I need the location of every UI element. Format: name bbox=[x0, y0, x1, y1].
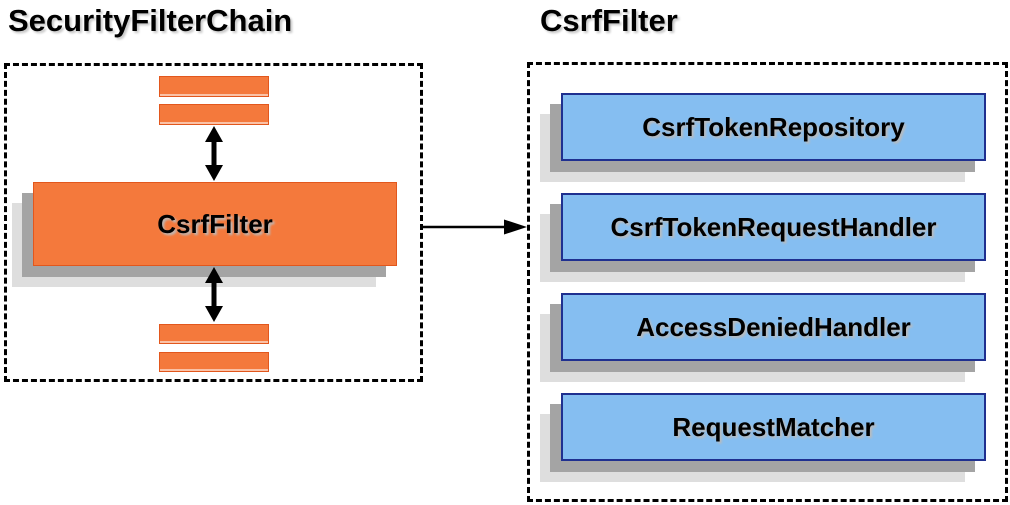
bidirectional-arrow-icon bbox=[205, 126, 223, 181]
component-box-request-matcher: RequestMatcher bbox=[561, 393, 986, 461]
csrf-filter-label: CsrfFilter bbox=[157, 208, 273, 239]
flow-arrow-icon bbox=[423, 219, 527, 235]
component-label: RequestMatcher bbox=[672, 411, 875, 442]
component-box-csrf-token-request-handler: CsrfTokenRequestHandler bbox=[561, 193, 986, 261]
filter-placeholder-bar-bottom-1 bbox=[159, 324, 269, 344]
filter-placeholder-bar-bottom-2 bbox=[159, 352, 269, 372]
csrf-filter-panel bbox=[527, 62, 1008, 502]
component-box-csrf-token-repository: CsrfTokenRepository bbox=[561, 93, 986, 161]
security-filter-chain-panel bbox=[4, 63, 423, 382]
security-filter-chain-title: SecurityFilterChain bbox=[8, 3, 293, 38]
bidirectional-arrow-icon bbox=[205, 267, 223, 322]
filter-placeholder-bar-top-2 bbox=[159, 104, 269, 125]
component-label: CsrfTokenRequestHandler bbox=[610, 211, 937, 242]
component-label: AccessDeniedHandler bbox=[636, 311, 911, 342]
component-box-access-denied-handler: AccessDeniedHandler bbox=[561, 293, 986, 361]
component-label: CsrfTokenRepository bbox=[642, 111, 905, 142]
filter-placeholder-bar-top-1 bbox=[159, 76, 269, 97]
csrf-filter-panel-title: CsrfFilter bbox=[540, 3, 678, 38]
csrf-filter-box: CsrfFilter bbox=[33, 182, 397, 266]
